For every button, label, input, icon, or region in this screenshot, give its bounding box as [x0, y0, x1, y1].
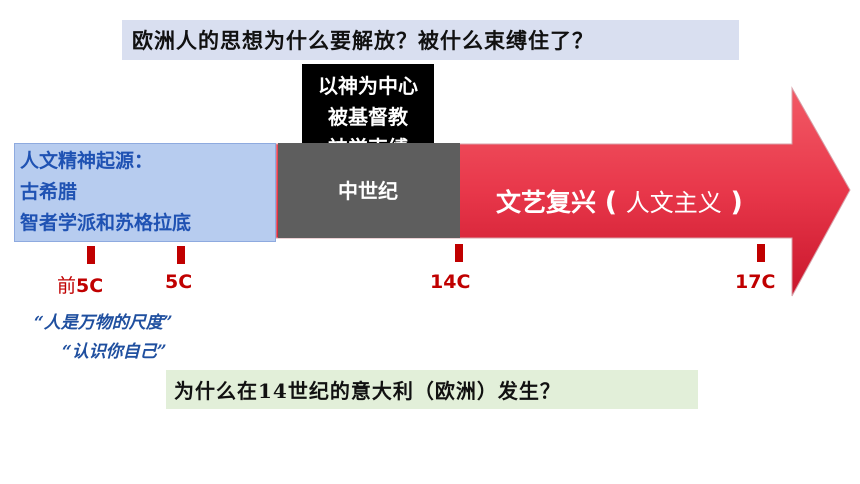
- origin-title: 人文精神起源：: [20, 150, 154, 172]
- tick-label-bc5-value: 5C: [76, 275, 104, 297]
- tick-17c: [757, 244, 765, 262]
- question-top-text: 欧洲人的思想为什么要解放？被什么束缚住了？: [132, 28, 594, 53]
- origin-line: 古希腊: [20, 181, 78, 203]
- tick-label-14c: 14C: [430, 271, 471, 293]
- quote-socrates: “认识你自己”: [62, 342, 167, 362]
- tick-5c: [177, 246, 185, 264]
- tick-14c: [455, 244, 463, 262]
- medieval-band: [278, 143, 460, 238]
- quote-protagoras: “人是万物的尺度”: [34, 313, 173, 333]
- question-top-banner: 欧洲人的思想为什么要解放？被什么束缚住了？: [122, 20, 739, 60]
- question-bottom-text: 为什么在14世纪的意大利（欧洲）发生？: [174, 379, 561, 403]
- tick-label-bc5: 前5C: [57, 271, 103, 298]
- tick-bc5: [87, 246, 95, 264]
- tick-label-bc5-prefix: 前: [57, 275, 77, 297]
- renaissance-close-paren: ): [730, 187, 743, 218]
- renaissance-main: 文艺复兴: [496, 188, 597, 217]
- medieval-tag-line: 以神为中心: [318, 73, 418, 98]
- renaissance-period-label: 文艺复兴 ( 人文主义 ): [496, 183, 743, 219]
- question-bottom-banner: 为什么在14世纪的意大利（欧洲）发生？: [166, 370, 698, 409]
- renaissance-sub: 人文主义: [625, 189, 722, 217]
- medieval-tag-line: 被基督教: [328, 104, 408, 129]
- humanism-origin-block: 人文精神起源： 古希腊 智者学派和苏格拉底: [14, 143, 276, 242]
- renaissance-open-paren: (: [604, 187, 618, 218]
- tick-label-17c: 17C: [735, 271, 776, 293]
- tick-label-5c: 5C: [165, 271, 193, 293]
- medieval-period-label: 中世纪: [338, 179, 398, 203]
- origin-line: 智者学派和苏格拉底: [20, 212, 192, 234]
